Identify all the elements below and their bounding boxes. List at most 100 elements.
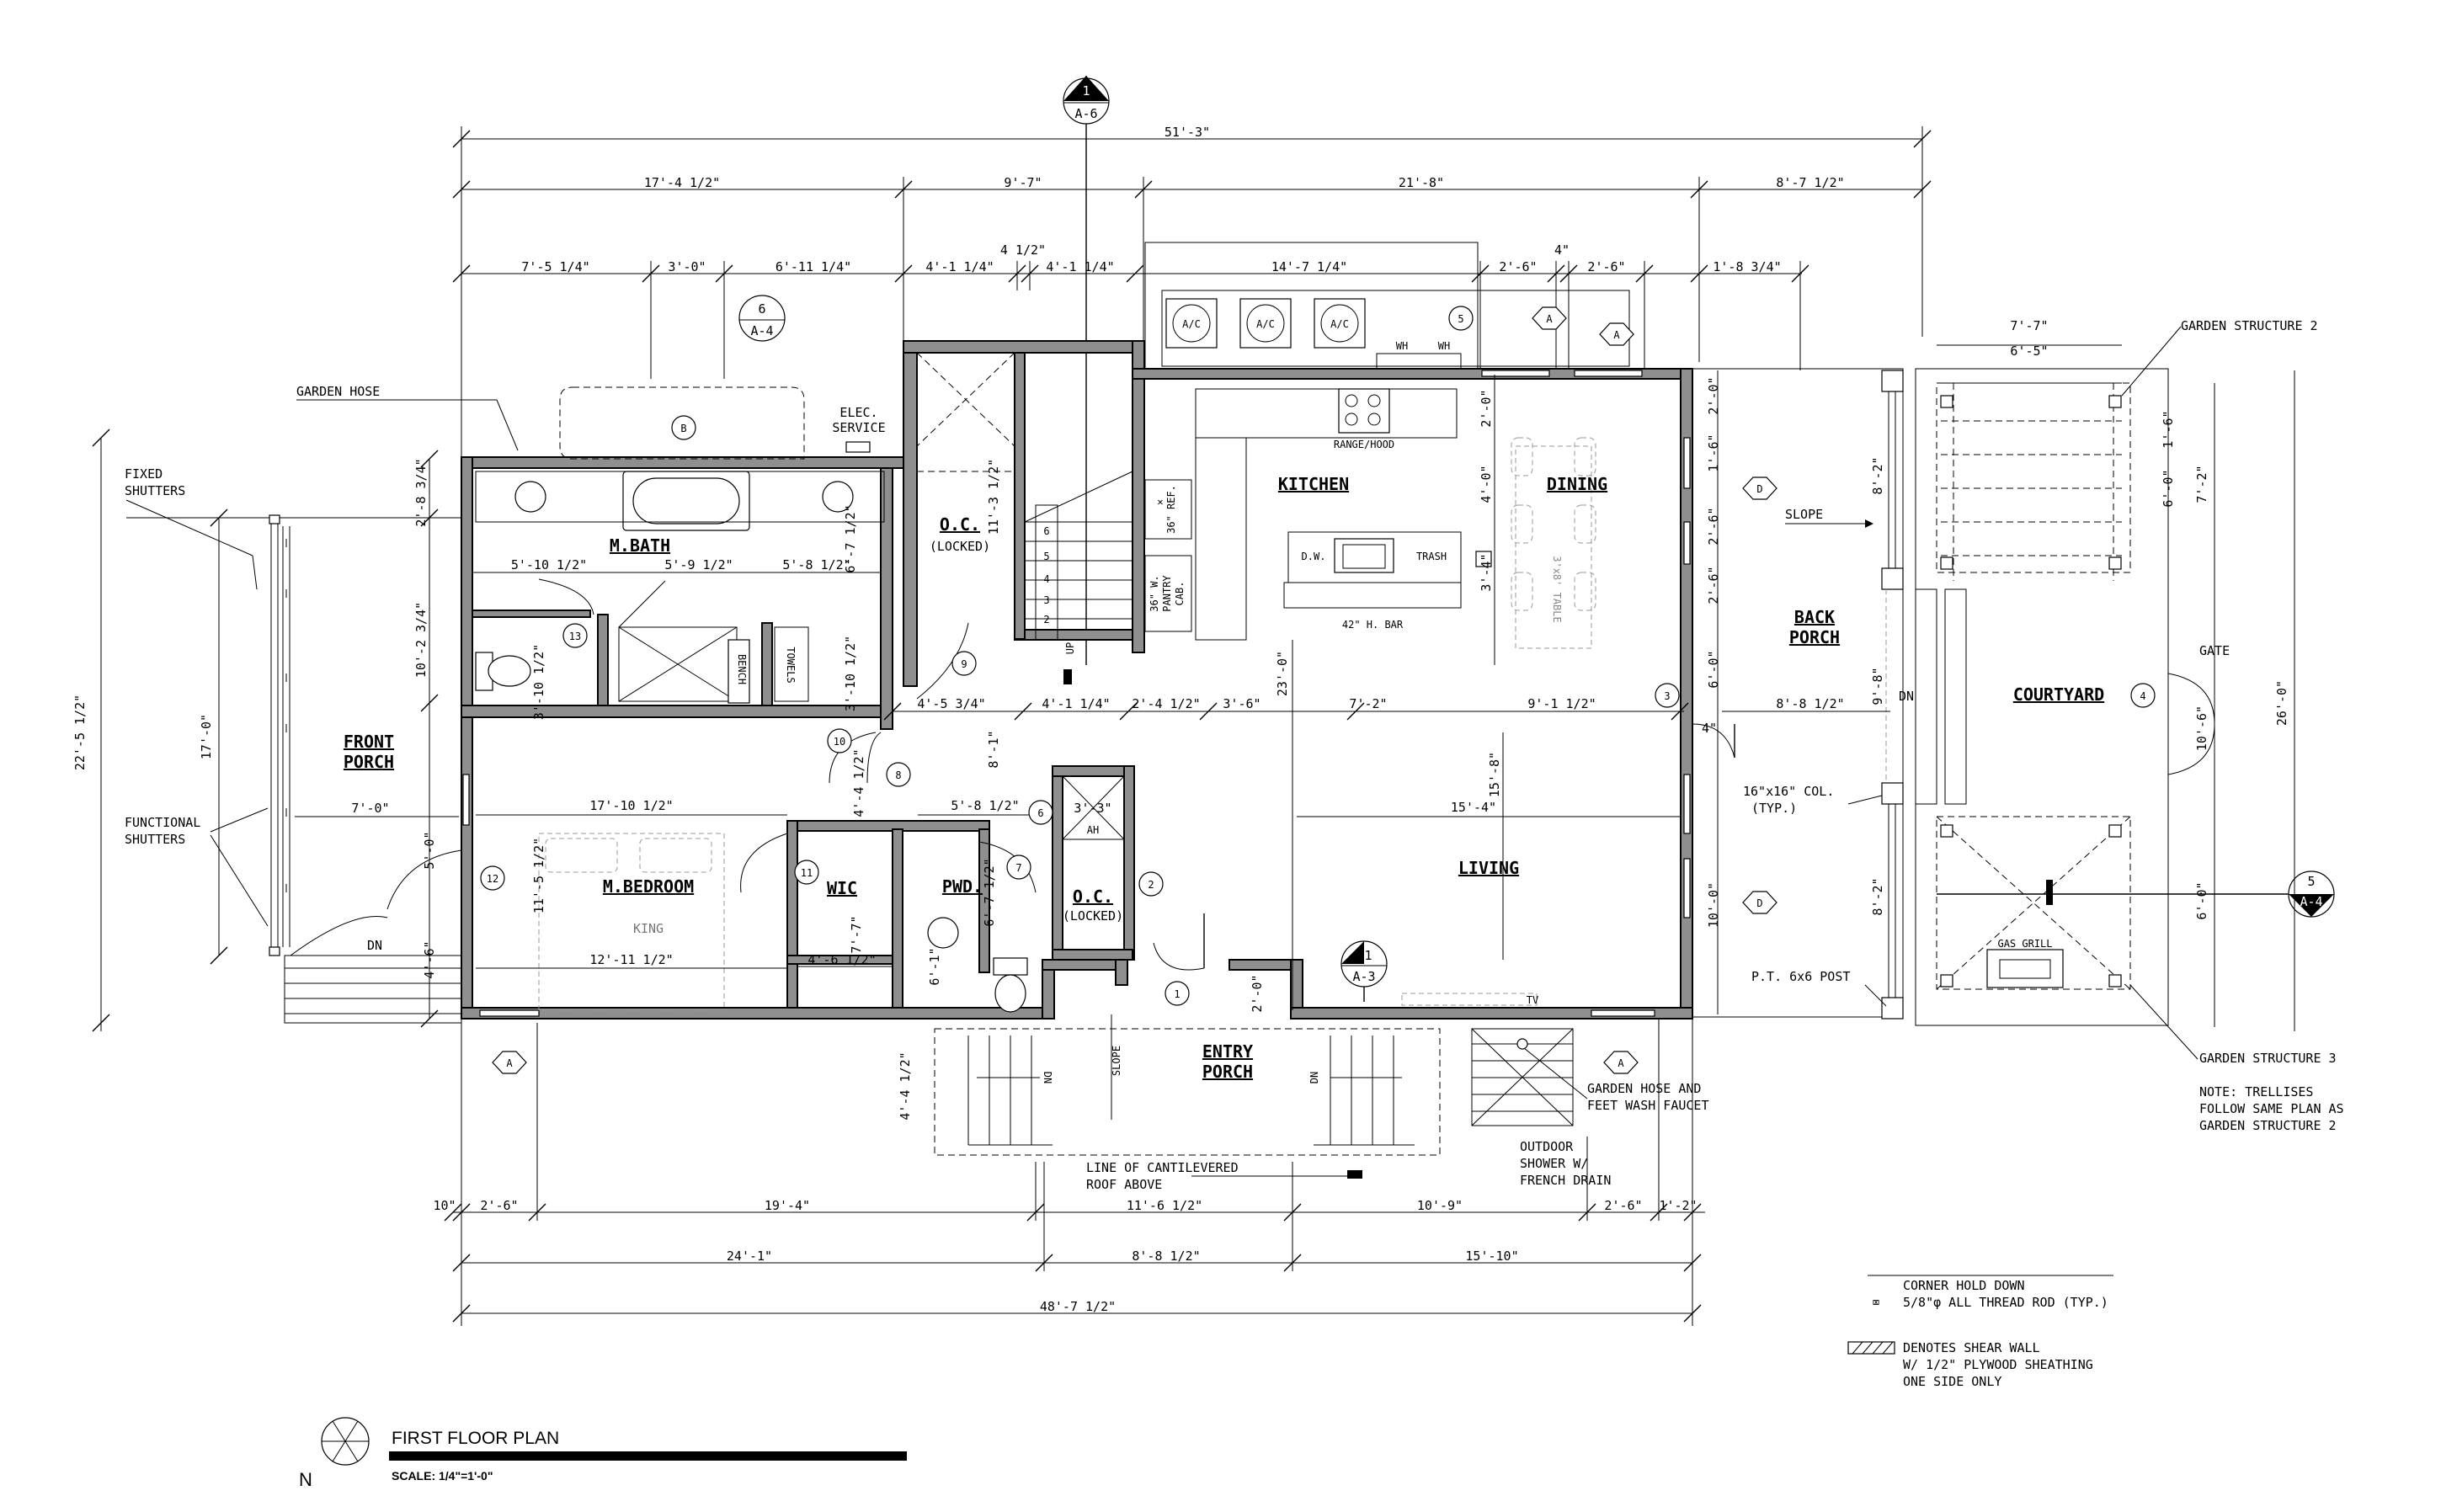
section-marker-a6: 1 A-6: [1063, 76, 1110, 665]
trash-label: TRASH: [1416, 551, 1447, 562]
dim-hall: 5'-8 1/2": [951, 798, 1019, 813]
svg-text:A/C: A/C: [1330, 318, 1349, 330]
entry-porch-label-1: ENTRY: [1202, 1041, 1253, 1062]
ref-label: 36" REF.: [1165, 485, 1177, 534]
dim-v-17: 17'-0": [199, 714, 214, 759]
dim-b8: 24'-1": [727, 1248, 772, 1264]
dim-v-98: 9'-8": [1870, 667, 1885, 705]
svg-text:6: 6: [1037, 807, 1043, 819]
dim-v-4in: 4": [1702, 721, 1717, 736]
entry-dn-right: DN: [1308, 1072, 1320, 1083]
garden-hose-label: GARDEN HOSE: [296, 384, 380, 399]
dim-v-81: 8'-1": [986, 730, 1001, 768]
table-label: 3'x8' TABLE: [1551, 556, 1563, 622]
svg-text:4: 4: [2140, 690, 2145, 702]
dim-cy2: 6'-5": [2010, 343, 2048, 359]
shutter-labels: FIXED SHUTTERS FUNCTIONAL SHUTTERS GARDE…: [125, 384, 519, 927]
dim-v-26a: 2'-6": [1706, 566, 1721, 604]
dim-pwd-h: 6'-7 1/2": [982, 858, 997, 926]
door-tags: 1 2 3 6 7 8 9 10 11 12 13 A A: [480, 623, 1680, 1074]
svg-text:A-4: A-4: [750, 323, 773, 338]
dim-v-20b: 2'-0": [1706, 376, 1721, 414]
svg-text:1: 1: [1364, 948, 1372, 963]
entry-slope: SLOPE: [1111, 1046, 1122, 1076]
svg-text:13: 13: [569, 631, 581, 642]
dim-b6: 2'-6": [1604, 1198, 1642, 1213]
svg-text:2: 2: [1043, 614, 1049, 626]
svg-text:1: 1: [1082, 83, 1090, 98]
dim-overall-bottom: 48'-7 1/2": [1040, 1299, 1116, 1314]
windows: [462, 370, 1691, 1017]
dim-v-28: 2'-8 3/4": [413, 458, 429, 526]
dim-b1: 10": [433, 1198, 456, 1213]
dim-bed-w: 17'-10 1/2": [589, 798, 673, 813]
towels-label: TOWELS: [785, 647, 797, 683]
svg-text:5: 5: [1043, 551, 1049, 562]
dim-v-158: 15'-8": [1487, 752, 1502, 797]
wh-label-1: WH: [1396, 340, 1408, 352]
plan-title: FIRST FLOOR PLAN: [392, 1429, 559, 1448]
dim-wic-h: 7'-7": [849, 915, 864, 953]
entry-dn-left: DN: [1042, 1072, 1053, 1083]
bench-label: BENCH: [736, 654, 748, 684]
front-porch-label-2: PORCH: [344, 752, 394, 772]
cantilever-2: ROOF ABOVE: [1086, 1177, 1162, 1192]
dim-liv-w: 15'-4": [1451, 800, 1496, 815]
functional-shutters-1: FUNCTIONAL: [125, 815, 200, 830]
dim-top-b: 9'-7": [1004, 175, 1042, 190]
svg-text:7: 7: [1015, 862, 1021, 874]
back-slope: SLOPE: [1785, 507, 1823, 522]
trellis-note-3: GARDEN STRUCTURE 2: [2199, 1118, 2337, 1133]
outdoor-shower: OUTDOOR SHOWER W/ FRENCH DRAIN GARDEN HO…: [1471, 1028, 1709, 1188]
dim-bath3: 5'-8 1/2": [782, 557, 850, 572]
dw-label: D.W.: [1302, 551, 1326, 562]
gas-grill-label: GAS GRILL: [1997, 938, 2052, 950]
room-courtyard: COURTYARD: [2013, 684, 2104, 705]
fixed-shutters-1: FIXED: [125, 466, 163, 482]
room-oc1-sub: (LOCKED): [930, 539, 990, 554]
dim-v-44: 4'-4 1/2": [851, 748, 866, 817]
dim-v-225: 22'-5 1/2": [72, 695, 88, 770]
functional-shutters-2: SHUTTERS: [125, 832, 185, 847]
dim-v-310a: 3'-10 1/2": [531, 644, 546, 720]
dim-mid6: 9'-1 1/2": [1527, 696, 1596, 711]
svg-text:A-6: A-6: [1074, 106, 1097, 121]
dim-b9: 8'-8 1/2": [1132, 1248, 1200, 1264]
cantilever-1: LINE OF CANTILEVERED: [1086, 1160, 1239, 1175]
dim-porch-w: 7'-0": [351, 801, 389, 816]
dim-s4: 4'-1 1/4": [925, 259, 994, 274]
svg-text:6: 6: [758, 301, 765, 317]
room-dining: DINING: [1547, 474, 1607, 494]
dining: DINING 3'x8' TABLE 2'-0" 4'-0" 3'-4": [1479, 375, 1607, 665]
dim-s7: 14'-7 1/4": [1271, 259, 1347, 274]
back-porch: 2'-0" 1'-6" 2'-6" 2'-6" 6'-0" 10'-0" 8'-…: [1692, 368, 1914, 1020]
svg-text:A-3: A-3: [1352, 969, 1375, 984]
svg-text:A: A: [1618, 1057, 1624, 1069]
elec-label-1: ELEC.: [839, 405, 877, 420]
kitchen: RANGE/HOOD 36" REF. 36" W. PANTRY CAB. ✕…: [1144, 388, 1492, 641]
room-oc1: O.C.: [940, 514, 980, 535]
pantry-label-3: CAB.: [1174, 582, 1186, 606]
dim-s5: 4 1/2": [1000, 242, 1046, 258]
legend-hold-2: 5/8"φ ALL THREAD ROD (TYP.): [1903, 1295, 2108, 1310]
svg-text:A/C: A/C: [1182, 318, 1201, 330]
dim-cy4: 6'-0": [2161, 469, 2176, 507]
legend-shear-1: DENOTES SHEAR WALL: [1903, 1340, 2040, 1355]
room-mbedroom: M.BEDROOM: [603, 876, 694, 897]
svg-text:✕: ✕: [1157, 496, 1163, 508]
dim-v-34: 3'-4": [1479, 553, 1494, 591]
back-porch-label-1: BACK: [1794, 607, 1835, 627]
shower-label-2: SHOWER W/: [1520, 1156, 1588, 1171]
bar-label: 42" H. BAR: [1342, 619, 1404, 631]
svg-text:3: 3: [1664, 690, 1670, 702]
svg-text:A/C: A/C: [1256, 318, 1275, 330]
dim-cy1: 7'-7": [2010, 318, 2048, 333]
dim-mid5: 7'-2": [1349, 696, 1387, 711]
front-porch: DN FRONT PORCH 7'-0" 5'-0" 4'-6": [126, 514, 462, 1024]
living-area: 4'-5 3/4" 4'-1 1/4" 2'-4 1/2" 3'-6" 7'-2…: [883, 640, 1689, 1010]
master-bedroom: 17'-10 1/2" M.BEDROOM KING 12'-11 1/2" 1…: [476, 732, 893, 1011]
entry-porch-label-2: PORCH: [1202, 1062, 1253, 1082]
svg-text:D: D: [1756, 897, 1762, 909]
section-marker-a3: 1 A-3: [1340, 940, 1388, 1002]
svg-text:11: 11: [801, 867, 813, 879]
